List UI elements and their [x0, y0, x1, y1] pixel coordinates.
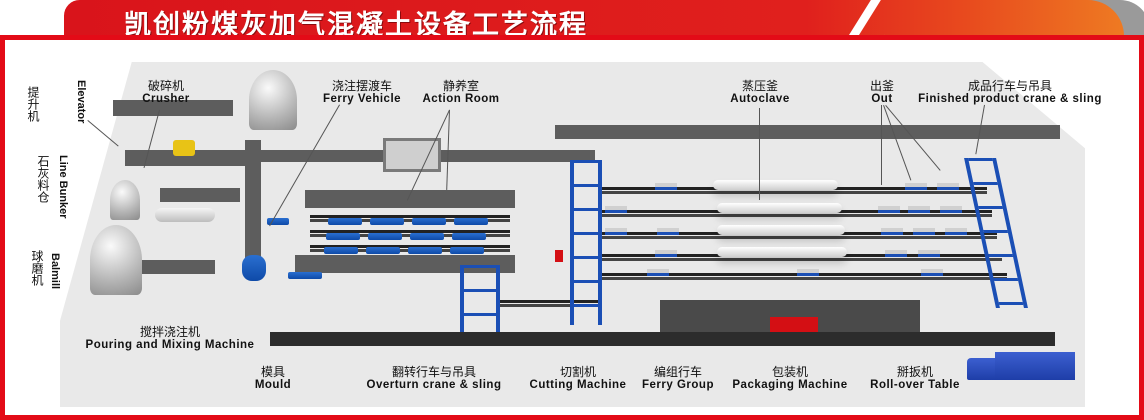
autoclave-cart: [918, 250, 940, 257]
title-banner: 凯创粉煤灰加气混凝土设备工艺流程: [64, 0, 1124, 36]
page-title: 凯创粉煤灰加气混凝土设备工艺流程: [124, 10, 588, 36]
label-line-bunker-en: Line Bunker: [57, 155, 69, 219]
label-packaging-machine: 包装机 Packaging Machine: [732, 365, 848, 392]
cutting-rail: [500, 300, 600, 303]
silo-tank: [249, 70, 297, 130]
autoclave-cart: [937, 183, 959, 190]
mould-cart: [450, 247, 484, 254]
label-autoclave: 蒸压釜 Autoclave: [730, 79, 790, 106]
autoclave-cart: [657, 228, 679, 235]
mould-cart: [370, 218, 404, 225]
mould-cart: [328, 218, 362, 225]
mould-cart: [368, 233, 402, 240]
autoclave-cart: [908, 206, 930, 213]
autoclave-cylinder-icon: [717, 247, 847, 257]
label-ferry-group: 编组行车 Ferry Group: [642, 365, 714, 392]
mould-cart: [288, 272, 322, 279]
autoclave-cart: [797, 269, 819, 276]
label-cutting-machine: 切割机 Cutting Machine: [529, 365, 627, 392]
label-action-room: 静养室 Action Room: [422, 79, 500, 106]
overturn-crane: [460, 265, 500, 333]
label-crusher: 破碎机 Crusher: [142, 79, 190, 106]
mould-cart: [366, 247, 400, 254]
autoclave-cart: [655, 250, 677, 257]
label-finished-product-crane: 成品行车与吊具 Finished product crane & sling: [918, 79, 1102, 106]
diagram-frame: [0, 35, 1144, 420]
autoclave-cart: [905, 183, 927, 190]
control-room: [383, 138, 441, 172]
autoclave-cart: [655, 183, 677, 190]
ferry-group-crane: [570, 160, 602, 325]
autoclave-hall-north-wall: [555, 125, 1060, 139]
label-pouring-mixing-machine: 搅拌浇注机 Pouring and Mixing Machine: [85, 325, 255, 352]
autoclave-cart: [605, 228, 627, 235]
leader-line: [881, 105, 882, 185]
autoclave-cart: [945, 228, 967, 235]
red-marker: [555, 250, 563, 262]
label-ferry-vehicle: 浇注摆渡车 Ferry Vehicle: [322, 79, 402, 106]
label-elevator-en: Elevator: [75, 80, 87, 124]
label-out: 出釜 Out: [869, 79, 894, 106]
autoclave-cart: [921, 269, 943, 276]
curing-rail: [310, 215, 510, 218]
lime-bunker-tank: [110, 180, 140, 220]
mould-cart: [410, 233, 444, 240]
crusher-room-wall: [113, 100, 233, 116]
autoclave-cart: [885, 250, 907, 257]
label-balmill-cn: 球磨机: [30, 250, 44, 286]
autoclave-cart: [647, 269, 669, 276]
mould-cart: [412, 218, 446, 225]
mill-pipe: [155, 208, 215, 222]
autoclave-cart: [605, 206, 627, 213]
curing-rail: [310, 245, 510, 248]
mould-cart: [454, 218, 488, 225]
autoclave-cart: [940, 206, 962, 213]
balmill-tank: [90, 225, 142, 295]
divider-wall: [245, 140, 261, 260]
mould-cart: [408, 247, 442, 254]
mould-cart: [324, 247, 358, 254]
south-wall: [270, 332, 1055, 346]
autoclave-cart: [878, 206, 900, 213]
label-mould: 模具 Mould: [254, 365, 292, 392]
autoclave-cylinder-icon: [713, 180, 838, 190]
label-overturn-crane: 翻转行车与吊具 Overturn crane & sling: [366, 365, 502, 392]
label-balmill-en: Balmill: [49, 253, 61, 290]
delivery-truck-icon: [995, 352, 1075, 380]
label-rollover-table: 掰扳机 Roll-over Table: [870, 365, 960, 392]
autoclave-cart: [913, 228, 935, 235]
curing-rail: [310, 230, 510, 233]
autoclave-cylinder-icon: [717, 203, 842, 213]
ferry-vehicle-cart: [267, 218, 289, 225]
autoclave-cylinder-icon: [717, 225, 845, 235]
truck-cab: [967, 358, 995, 380]
packaging-machine-icon: [770, 317, 818, 332]
banner-slash-decoration: [844, 0, 884, 36]
autoclave-cart: [881, 228, 903, 235]
label-line-bunker-cn: 石灰料仓: [36, 155, 50, 203]
mould-cart: [452, 233, 486, 240]
bunker-room-wall: [125, 150, 245, 166]
blue-mixer-tank-icon: [242, 255, 266, 281]
balmill-base-wall: [135, 260, 215, 274]
label-elevator-cn: 提升机: [26, 86, 40, 122]
action-room-north-wall: [305, 190, 515, 208]
yellow-crusher-icon: [173, 140, 195, 156]
banner-swoosh-decoration: [884, 4, 1124, 36]
mill-room-wall: [160, 188, 240, 202]
mould-cart: [326, 233, 360, 240]
leader-line: [759, 108, 760, 200]
